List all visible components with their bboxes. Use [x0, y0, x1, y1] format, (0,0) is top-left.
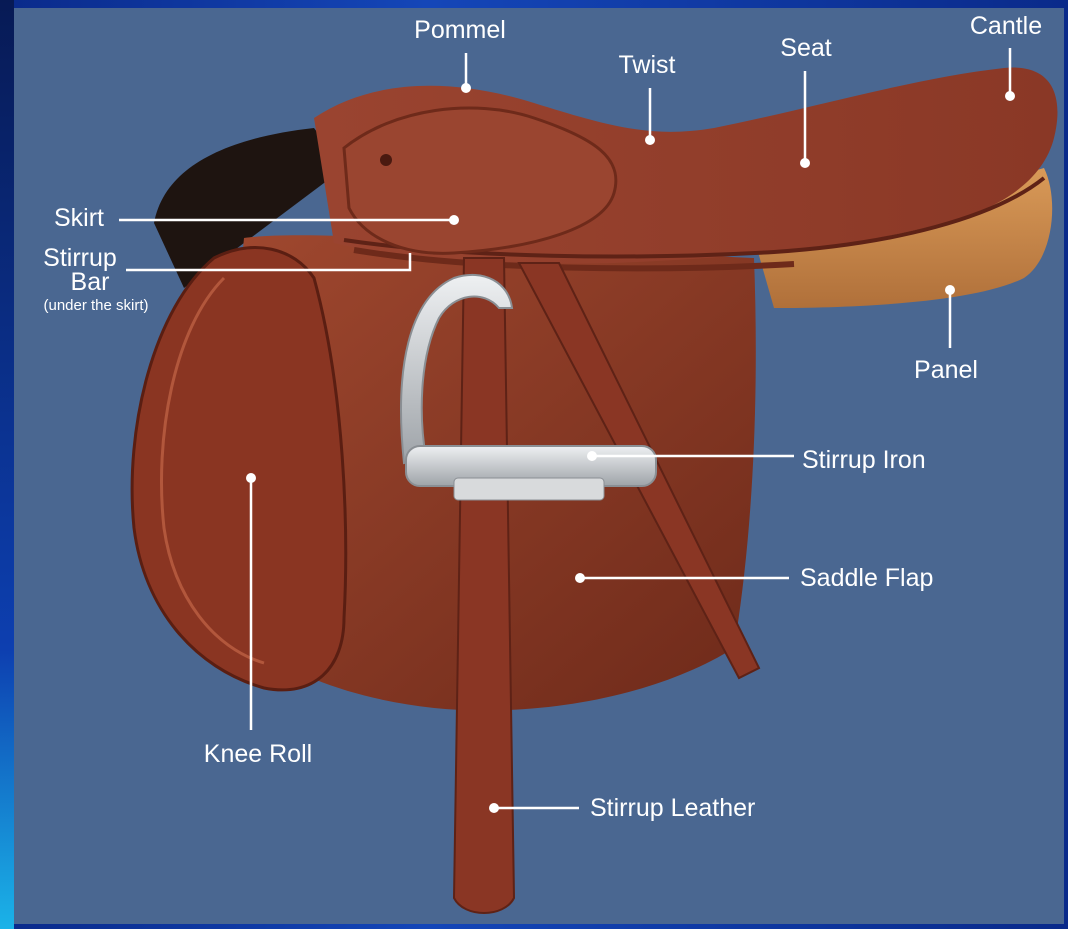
- skirt-rivet: [380, 154, 392, 166]
- label-twist: Twist: [619, 53, 676, 78]
- label-panel: Panel: [914, 358, 978, 383]
- label-seat: Seat: [780, 36, 831, 61]
- label-stirrup-leather: Stirrup Leather: [590, 796, 755, 821]
- label-stirrup-bar-line2: Bar: [71, 270, 110, 295]
- label-skirt: Skirt: [54, 206, 104, 231]
- diagram-panel: Pommel Twist Seat Cantle Skirt Stirrup B…: [14, 8, 1064, 924]
- label-saddle-flap: Saddle Flap: [800, 566, 933, 591]
- knee-roll: [132, 248, 346, 690]
- stirrup-leather-strap: [454, 258, 514, 913]
- label-cantle: Cantle: [970, 14, 1042, 39]
- label-knee-roll: Knee Roll: [204, 742, 312, 767]
- label-stirrup-bar-note: (under the skirt): [43, 298, 148, 313]
- label-stirrup-iron: Stirrup Iron: [802, 448, 926, 473]
- slide-edge-gradient: [0, 0, 14, 929]
- label-pommel: Pommel: [414, 18, 506, 43]
